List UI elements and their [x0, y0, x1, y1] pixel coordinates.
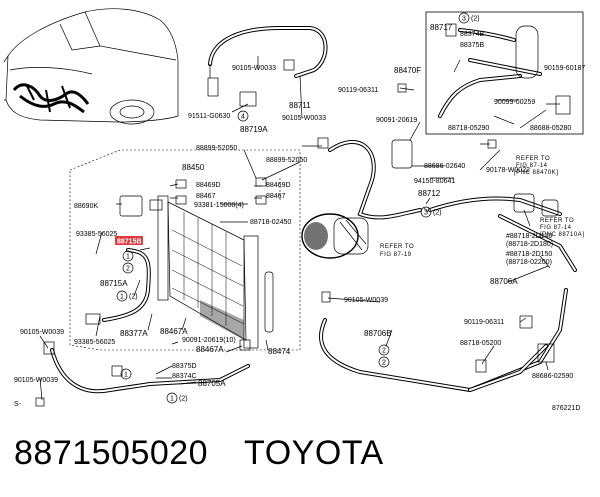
label-91511-G0630: 91511-G0630 [188, 113, 230, 120]
part-labels: 90105-W0033 88717 88374B 88375B 88470F 9… [14, 23, 585, 412]
receiver-inset-box [425, 11, 584, 135]
label-88377A: 88377A [120, 329, 148, 338]
label-88688-05280: 88688-05280 [530, 125, 571, 132]
label-88467-b: 88467 [266, 193, 286, 200]
callout-1-c: 1 [170, 396, 174, 403]
pipes [50, 25, 577, 394]
callout-3-inset: 3 [462, 16, 466, 23]
ref2-line1: REFER TO [540, 218, 574, 224]
label-88718-02200: (88718-02200) [506, 259, 552, 266]
callout-4: 4 [241, 114, 245, 121]
callout-2-c: 2 [382, 360, 386, 367]
label-90105-W0039-bot: 90105-W0039 [14, 377, 58, 384]
label-88467A-a: 88467A [160, 327, 188, 336]
car-illustration [3, 8, 179, 125]
label-93381-15008: 93381-15008(4) [194, 202, 244, 209]
label-s: S- [14, 401, 22, 408]
label-88375D: 88375D [172, 363, 197, 370]
label-88686-02590: 88686-02590 [532, 373, 573, 380]
label-88474: 88474 [268, 347, 291, 356]
refer-notes: REFER TO FIG 87-14 [PNC 88470K] REFER TO… [380, 156, 584, 258]
label-88718-2D140: #88718-2D140 [506, 233, 552, 240]
label-88469D-a: 88469D [196, 182, 221, 189]
label-88719A: 88719A [240, 125, 268, 134]
label-88706B: 88706B [364, 329, 392, 338]
qty-2-bottom: (2) [179, 396, 188, 403]
ref3-line2: FIG 87-19 [380, 252, 412, 258]
qty-2-left: (2) [129, 294, 138, 301]
label-88718-05200: 88718-05200 [460, 340, 501, 347]
label-88899-52050-a: 88899-52050 [196, 145, 237, 152]
label-88712: 88712 [418, 189, 441, 198]
label-88711: 88711 [289, 101, 311, 110]
fittings [35, 23, 571, 407]
ref1-line2: FIG 87-14 [516, 163, 548, 169]
ref1-line1: REFER TO [516, 156, 550, 162]
label-88706A: 88706A [490, 277, 518, 286]
label-88718-2D150: #88718-2D150 [506, 251, 552, 258]
compressor [301, 213, 369, 259]
label-90105-W0039-left: 90105-W0039 [20, 329, 64, 336]
label-88717: 88717 [430, 23, 453, 32]
label-90099-00259: 90099-00259 [494, 99, 535, 106]
label-88467A-b: 88467A [196, 345, 224, 354]
part-label-88715B: 88715B [117, 239, 142, 246]
label-88375B: 88375B [460, 42, 484, 49]
part-footer: 8871505020 TOYOTA [14, 434, 384, 484]
condenser-core [157, 195, 274, 349]
footer-brand: TOYOTA [244, 434, 384, 472]
label-90091-20619-top: 90091-20619 [376, 117, 417, 124]
label-88686-02640: 88686-02640 [424, 163, 465, 170]
parts-diagram: 3 (2) 4 3 (2) 1 2 1 (2) 2 2 1 (2) 1 8871… [3, 8, 585, 412]
ref3-line1: REFER TO [380, 244, 414, 250]
label-88718-05290: 88718-05290 [448, 125, 489, 132]
callout-1-b: 1 [120, 294, 124, 301]
callouts: 3 (2) 4 3 (2) 1 2 1 (2) 2 2 1 (2) 1 [116, 12, 480, 404]
callout-1-d: 1 [124, 372, 128, 379]
highlight-88715B[interactable]: 88715B [115, 236, 143, 246]
callout-3-mid: 3 [424, 210, 428, 217]
label-90105-W0033-top: 90105-W0033 [232, 65, 276, 72]
label-88899-52050-b: 88899-52050 [266, 157, 307, 164]
leader-lines [39, 56, 560, 401]
label-93385-56025-bot: 93385-56025 [74, 339, 115, 346]
label-88374B: 88374B [460, 31, 484, 38]
label-88705A: 88705A [198, 379, 226, 388]
ref2-line2: FIG 87-14 [540, 225, 572, 231]
callout-1-a: 1 [126, 254, 130, 261]
label-90119-06311-top: 90119-06311 [338, 87, 378, 94]
label-88470F: 88470F [394, 66, 421, 75]
label-88718-02450: 88718-02450 [250, 219, 291, 226]
label-90091-20619-bot: 90091-20619(10) [182, 337, 236, 344]
label-90105-W0039-mid: 90105-W0039 [344, 297, 388, 304]
label-88450: 88450 [182, 163, 205, 172]
condenser-frame [69, 149, 301, 351]
label-90119-06311-bot: 90119-06311 [464, 319, 504, 326]
label-88467-a: 88467 [196, 193, 216, 200]
label-88374C: 88374C [172, 373, 197, 380]
label-90159-60187: 90159-60187 [544, 65, 585, 72]
label-94150-80641: 94150-80641 [414, 178, 455, 185]
callout-2-b: 2 [382, 348, 386, 355]
callout-2-a: 2 [126, 266, 130, 273]
footer-part-number: 8871505020 [14, 434, 209, 472]
label-93385-56025-top: 93385-56025 [76, 231, 117, 238]
label-88469D-b: 88469D [266, 182, 291, 189]
label-88690K: 88690K [74, 203, 98, 210]
label-88718-2D180: (88718-2D180) [506, 241, 553, 248]
ref1-line3: [PNC 88470K] [514, 170, 558, 176]
ref2-line3: [PNC 88710A] [540, 232, 584, 238]
label-90178-W0022: 90178-W0022 [486, 167, 530, 174]
qty-2-mid: (2) [433, 210, 442, 217]
label-88715A: 88715A [100, 279, 128, 288]
label-876221D: 876221D [552, 405, 580, 412]
qty-2-inset: (2) [471, 16, 480, 23]
label-90105-W0033-mid: 90105-W0033 [282, 115, 326, 122]
